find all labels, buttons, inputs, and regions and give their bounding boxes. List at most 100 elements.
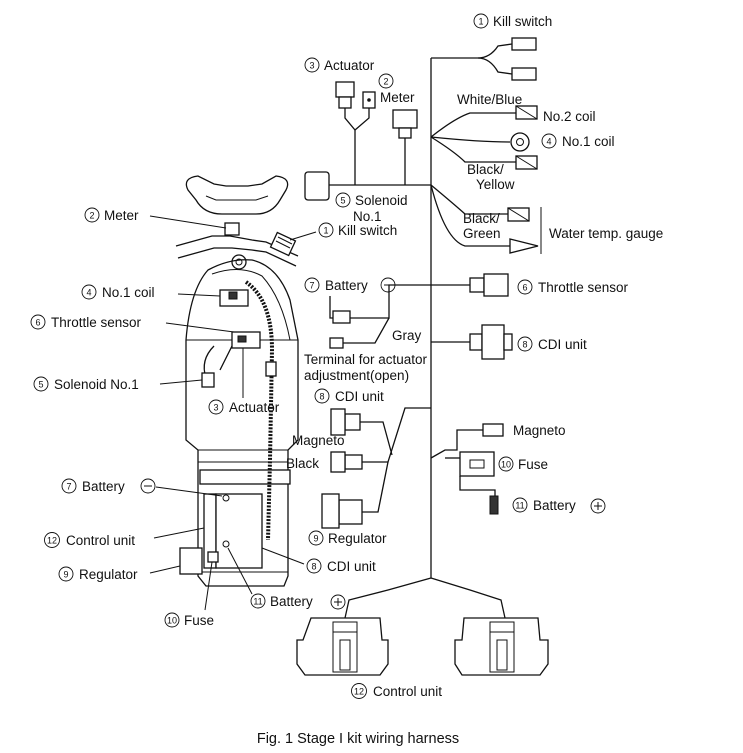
handlebar (175, 175, 299, 270)
body-control-unit-label: 12 Control unit (44, 527, 205, 548)
svg-text:11: 11 (253, 597, 262, 607)
svg-text:3: 3 (309, 61, 314, 71)
svg-text:No.1: No.1 (353, 209, 382, 224)
svg-text:Battery: Battery (325, 278, 368, 293)
body-fuse-label: 10 Fuse (164, 561, 214, 628)
battery-minus-label: 7 Battery (304, 277, 396, 293)
svg-text:Throttle sensor: Throttle sensor (51, 315, 142, 330)
black-label: Black (286, 456, 319, 471)
water-temp-connector (509, 238, 539, 254)
magneto-left-label: Magneto (292, 433, 345, 448)
body-no1-coil-label: 4 No.1 coil (81, 284, 221, 300)
svg-text:9: 9 (63, 570, 68, 580)
regulator-label: 9 Regulator (308, 530, 387, 546)
black-green-label-2: Green (463, 226, 501, 241)
coil-branches (430, 112, 516, 247)
solenoid-label: 5 Solenoid No.1 (335, 192, 408, 224)
black-yellow-connector (515, 155, 538, 170)
harness-trunk (430, 57, 478, 578)
water-temp-label: Water temp. gauge (549, 226, 663, 241)
svg-text:CDI unit: CDI unit (327, 559, 376, 574)
svg-text:10: 10 (501, 460, 511, 470)
svg-text:Kill switch: Kill switch (338, 223, 397, 238)
svg-text:Battery: Battery (82, 479, 125, 494)
figure-caption: Fig. 1 Stage I kit wiring harness (257, 731, 459, 747)
no2-coil-label: No.2 coil (543, 109, 596, 124)
svg-text:11: 11 (515, 501, 524, 511)
black-green-label: Black/ (463, 211, 500, 226)
svg-text:8: 8 (311, 562, 316, 572)
black-yellow-label: Black/ (467, 162, 504, 177)
battery-plus-connector (459, 476, 499, 515)
body-cdi-unit-label: 8 CDI unit (261, 547, 376, 574)
cdi-unit-connector (431, 324, 513, 360)
svg-text:Solenoid No.1: Solenoid No.1 (54, 377, 139, 392)
actuator-label: 3 Actuator (304, 57, 375, 73)
svg-text:Battery: Battery (270, 594, 313, 609)
body-battery-plus-label: 11 Battery (227, 547, 346, 610)
svg-text:1: 1 (478, 17, 483, 27)
cdi-unit-2-connector (330, 408, 361, 436)
left-branch-wires (360, 407, 431, 513)
svg-text:5: 5 (38, 380, 43, 390)
svg-text:2: 2 (383, 77, 388, 87)
black-green-connector (507, 207, 530, 222)
body-kill-switch-label: 1 Kill switch (289, 222, 397, 241)
svg-text:Solenoid: Solenoid (355, 193, 408, 208)
svg-text:Control unit: Control unit (373, 684, 442, 699)
svg-text:Fuse: Fuse (184, 613, 214, 628)
battery-plus-label: 11 Battery (512, 497, 606, 514)
svg-text:6: 6 (35, 318, 40, 328)
svg-text:Regulator: Regulator (328, 531, 387, 546)
regulator-connector (321, 493, 363, 529)
svg-text:8: 8 (522, 340, 527, 350)
svg-text:No.1 coil: No.1 coil (102, 285, 155, 300)
svg-text:4: 4 (546, 137, 551, 147)
hull-components (179, 289, 277, 575)
no2-coil-connector (515, 105, 538, 120)
control-unit-label: 12 Control unit (351, 683, 442, 699)
cdi-unit-label: 8 CDI unit (517, 336, 587, 352)
svg-text:4: 4 (86, 288, 91, 298)
svg-text:9: 9 (313, 534, 318, 544)
cdi-unit-2-label: 8 CDI unit (314, 388, 384, 404)
gray-label: Gray (392, 328, 422, 343)
svg-text:Actuator: Actuator (229, 400, 280, 415)
kill-switch-label: 1 Kill switch (473, 13, 552, 29)
throttle-sensor-connector (431, 273, 509, 297)
svg-text:10: 10 (167, 616, 177, 626)
svg-text:Fuse: Fuse (518, 457, 548, 472)
magneto-black-connector (330, 451, 363, 473)
svg-text:Actuator: Actuator (324, 58, 375, 73)
battery-minus-wire (329, 284, 431, 349)
terminal-label: Terminal for actuator (304, 352, 428, 367)
throttle-sensor-label: 6 Throttle sensor (517, 279, 629, 295)
actuator-meter-branch (329, 108, 431, 186)
svg-text:Kill switch: Kill switch (493, 14, 552, 29)
svg-text:1: 1 (323, 226, 328, 236)
control-unit-right (454, 617, 549, 676)
body-regulator-label: 9 Regulator (58, 565, 181, 582)
control-unit-branch (344, 577, 506, 619)
svg-text:Throttle sensor: Throttle sensor (538, 280, 629, 295)
svg-text:5: 5 (340, 196, 345, 206)
svg-text:No.1 coil: No.1 coil (562, 134, 615, 149)
svg-text:CDI unit: CDI unit (335, 389, 384, 404)
svg-text:7: 7 (66, 482, 71, 492)
white-blue-label: White/Blue (457, 92, 522, 107)
solenoid-connector (304, 171, 330, 201)
body-throttle-sensor-label: 6 Throttle sensor (30, 314, 235, 333)
control-unit-left (296, 617, 389, 676)
meter-label: 2 Meter (378, 73, 415, 105)
kill-switch-connector (477, 37, 537, 81)
meter-connector (392, 109, 418, 139)
svg-text:Regulator: Regulator (79, 567, 138, 582)
svg-text:CDI unit: CDI unit (538, 337, 587, 352)
svg-text:Control unit: Control unit (66, 533, 135, 548)
svg-text:Meter: Meter (380, 90, 415, 105)
magneto-right-branch (430, 423, 504, 459)
svg-text:7: 7 (309, 281, 314, 291)
svg-text:2: 2 (89, 211, 94, 221)
no1-coil-label: 4 No.1 coil (541, 133, 615, 149)
